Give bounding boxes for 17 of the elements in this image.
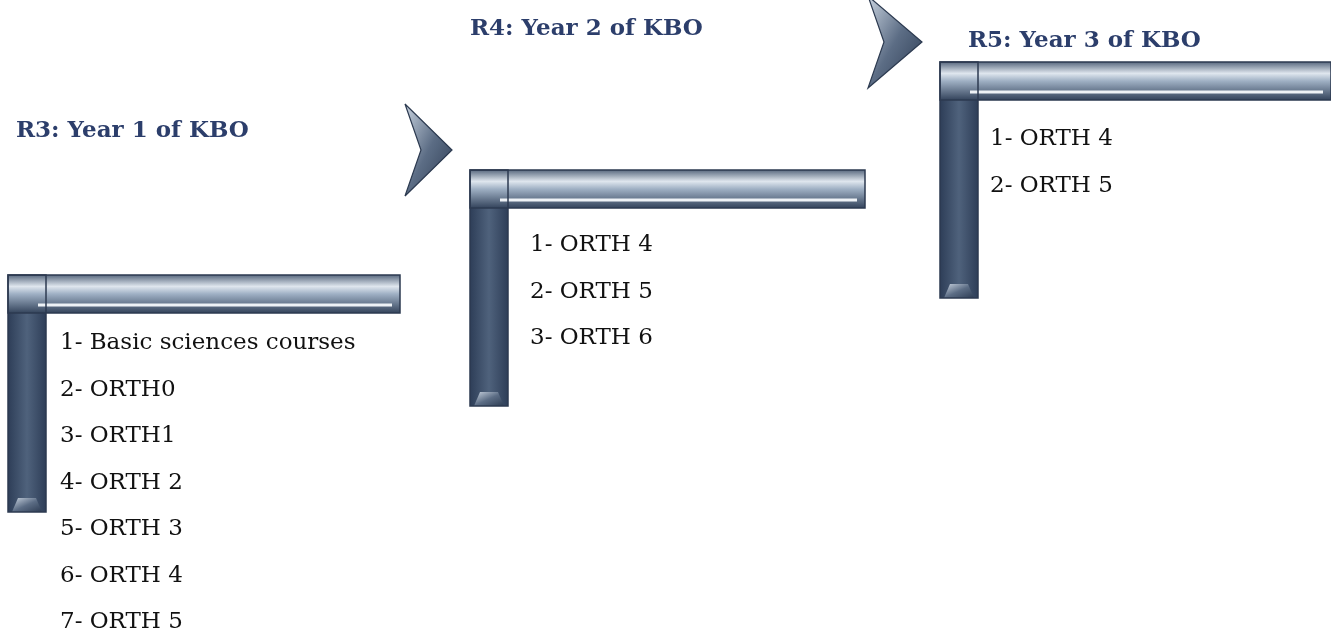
stage-heading: R4: Year 2 of KBO (470, 13, 703, 40)
course-item: 2- ORTH 5 (990, 170, 1113, 197)
course-item: 6- ORTH 4 (60, 560, 183, 587)
course-item: 3- ORTH1 (60, 421, 176, 447)
course-item: 1- ORTH 4 (530, 230, 653, 256)
course-item: 2- ORTH 5 (530, 276, 653, 303)
course-item: 3- ORTH 6 (530, 323, 653, 349)
course-item: 5- ORTH 3 (60, 514, 183, 540)
course-item: 1- Basic sciences courses (60, 328, 356, 354)
chevron-arrow (866, 0, 923, 90)
stage-heading: R5: Year 3 of KBO (968, 25, 1201, 52)
course-item: 4- ORTH 2 (60, 467, 183, 494)
chevron-arrow (404, 103, 453, 197)
course-item: 2- ORTH0 (60, 374, 176, 401)
course-item: 1- ORTH 4 (990, 124, 1113, 150)
course-item: 7- ORTH 5 (60, 607, 183, 633)
stage-heading: R3: Year 1 of KBO (16, 115, 249, 142)
